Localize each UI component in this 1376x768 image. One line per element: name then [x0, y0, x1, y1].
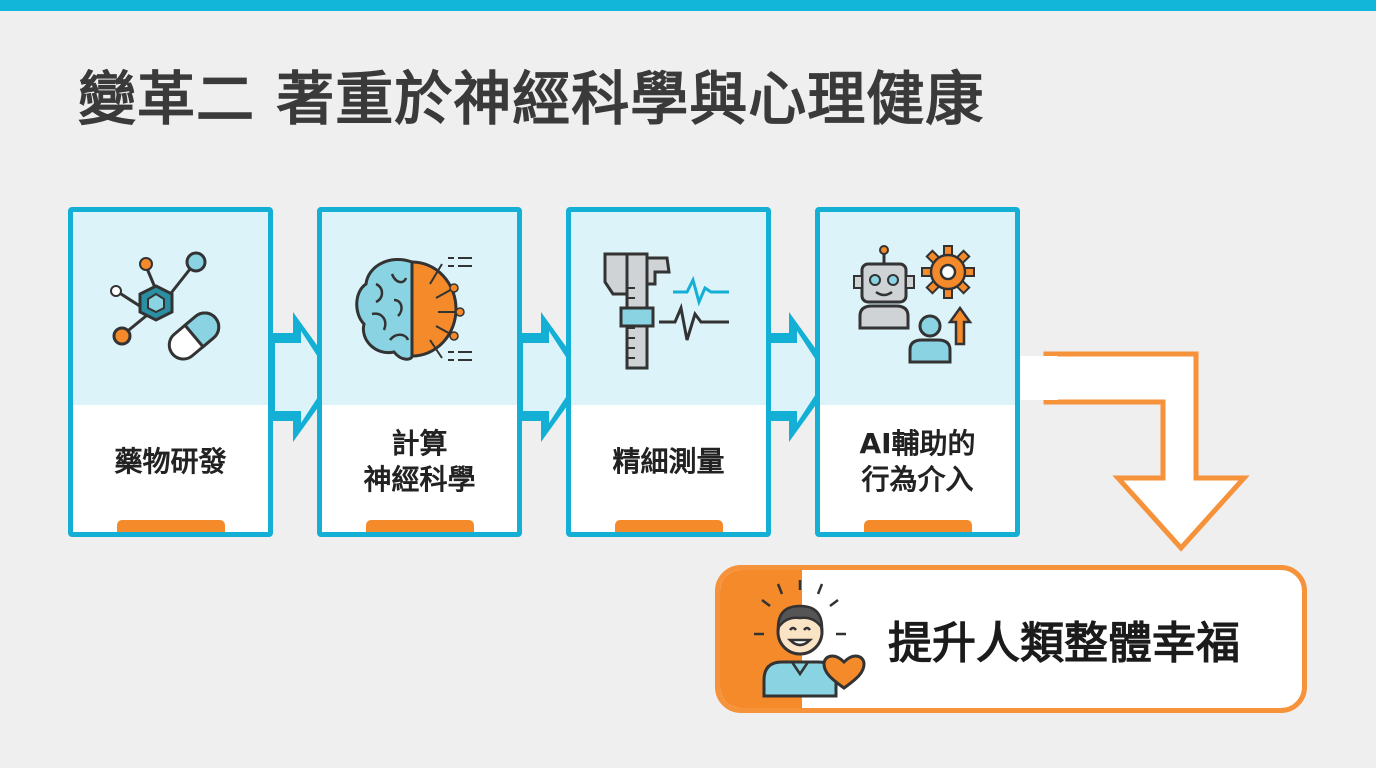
arrow-step4-to-result — [1018, 351, 1250, 552]
step-icon-area — [322, 212, 517, 405]
caliper-waveform-icon — [603, 252, 729, 369]
step-icon-area — [571, 212, 766, 405]
arrow-step3-to-step4 — [765, 312, 836, 442]
step-icon-area — [820, 212, 1015, 405]
arrow-step2-to-step3 — [517, 312, 588, 442]
brain-network-icon — [354, 256, 472, 361]
molecule-capsule-icon — [109, 251, 220, 360]
step-card-computational-neuroscience: 計算 神經科學 — [317, 207, 522, 537]
step-label: 計算 神經科學 — [363, 426, 476, 496]
step-accent-bar — [365, 520, 474, 532]
page-title: 變革二 著重於神經科學與心理健康 — [78, 65, 985, 133]
result-label: 提升人類整體幸福 — [888, 618, 1240, 669]
step-accent-bar — [863, 520, 972, 532]
step-card-precise-measurement: 精細測量 — [566, 207, 771, 537]
happy-person-heart-icon — [754, 580, 866, 698]
step-accent-bar — [116, 520, 225, 532]
step-accent-bar — [614, 520, 723, 532]
step-label: 精細測量 — [612, 444, 725, 478]
robot-gear-person-icon — [852, 244, 975, 363]
arrow-step1-to-step2 — [269, 312, 340, 442]
step-card-drug-development: 藥物研發 — [68, 207, 273, 537]
step-icon-area — [73, 212, 268, 405]
step-label: 藥物研發 — [114, 444, 227, 478]
result-box: 提升人類整體幸福 — [715, 565, 1307, 713]
step-card-ai-behavior-intervention: AI輔助的 行為介入 — [815, 207, 1020, 537]
top-accent-bar — [0, 0, 1376, 11]
step-label: AI輔助的 行為介入 — [859, 426, 976, 496]
